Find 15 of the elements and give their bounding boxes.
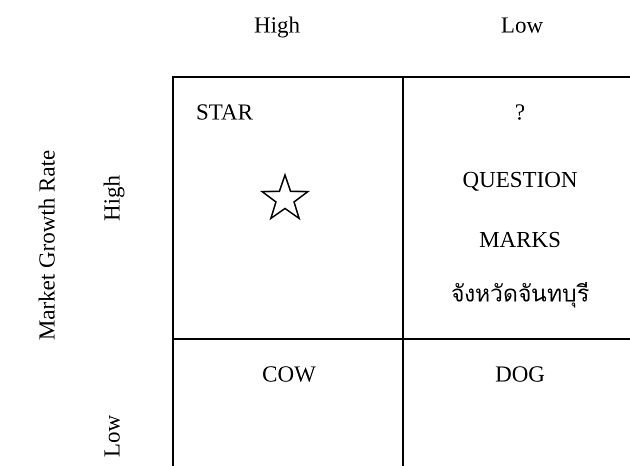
matrix-cell: [172, 338, 402, 466]
axis-label: High: [254, 14, 300, 36]
matrix-cell: [172, 76, 402, 338]
cell-label: STAR: [196, 100, 253, 124]
matrix-cell: [402, 76, 630, 338]
axis-label: Low: [500, 14, 544, 36]
cell-label: COW: [262, 362, 316, 386]
matrix-cell: [402, 338, 630, 466]
cell-label: ?: [514, 100, 526, 124]
axis-label: High: [100, 175, 124, 221]
cell-label: QUESTION MARKS: [462, 166, 578, 254]
cell-label: DOG: [495, 362, 545, 386]
axis-label: Low: [100, 414, 124, 458]
axis-title: Market Growth Rate: [36, 150, 58, 340]
cell-label: จังหวัดจันทบุรี: [451, 282, 589, 306]
